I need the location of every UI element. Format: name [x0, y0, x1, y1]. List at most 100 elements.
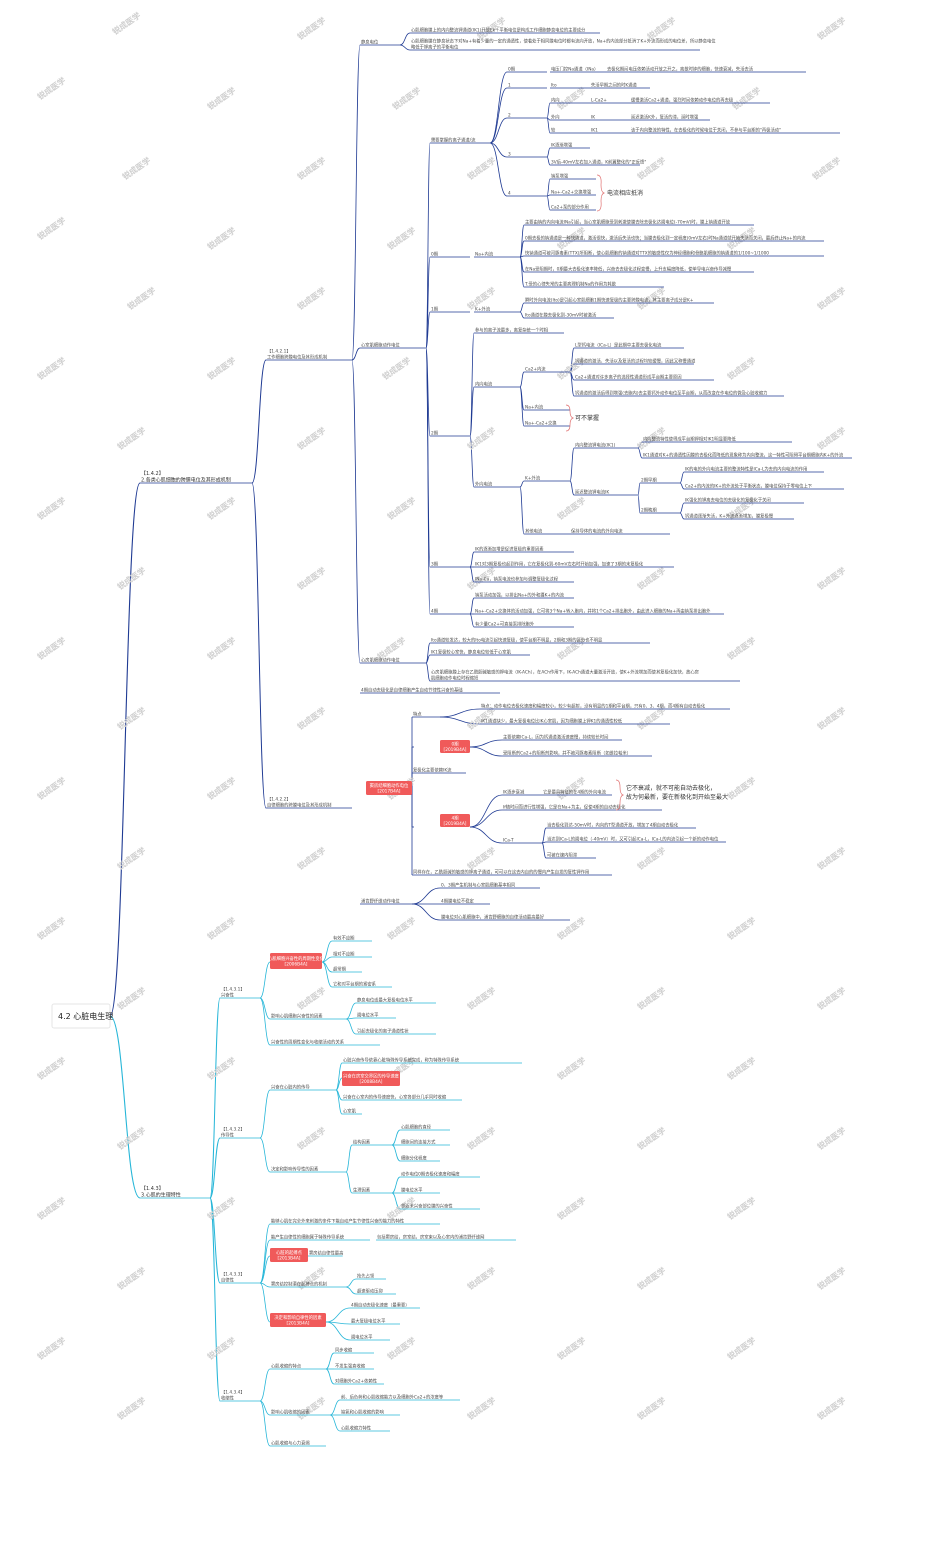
node-label: 3期: [431, 561, 438, 567]
node-label: K+外流: [475, 305, 491, 312]
node-label: IK逐渐增强: [551, 141, 573, 148]
watermark-text: 锐成医学: [205, 495, 237, 522]
highlight-tag-label: 4期: [451, 815, 458, 821]
connector-line: [351, 44, 361, 361]
connector-line: [469, 435, 475, 488]
node-label: 缺氧和心肌收缩的影响: [341, 1408, 385, 1415]
watermark-text: 锐成医学: [115, 845, 147, 872]
branch-title: 自律细胞的跨膜电位及其形成机制: [267, 801, 331, 808]
watermark-text: 锐成医学: [465, 425, 497, 452]
connector-line: [345, 1286, 357, 1295]
node-label: 最大复极电位水平: [351, 1317, 386, 1324]
node-label: 2期晚期: [641, 506, 657, 513]
section-title: 3.心肌的生理特性: [141, 1191, 181, 1198]
connector-line: [489, 117, 508, 144]
node-label: 静息电位或最大复极电位水平: [357, 996, 414, 1003]
watermark-text: 锐成医学: [555, 915, 587, 942]
watermark-text: 锐成医学: [380, 355, 412, 382]
highlight-tag-label: [2019B4A]: [444, 747, 467, 753]
watermark-text: 锐成医学: [810, 155, 842, 182]
watermark-text: 锐成医学: [115, 1265, 147, 1292]
connector-line: [251, 482, 267, 809]
node-label: 邻近未兴奋部位膜的兴奋性: [401, 1202, 453, 1209]
node-label: ICa-T: [503, 837, 514, 843]
node-label: IK1: [591, 127, 598, 133]
node-label: 引起去极化的离子通道性状: [357, 1027, 409, 1034]
watermark-text: 锐成医学: [555, 85, 587, 112]
node-label: 1期: [431, 306, 438, 312]
node-label: 兴奋性的周期性变化与收缩活动的关系: [271, 1038, 345, 1045]
node-label: 钙通道逐渐失活，K+外流逐渐增加，膜复极慢: [685, 512, 774, 519]
node-label: 包括窦房结，房室结，房室束以及心室内的浦肯野纤维网: [377, 1233, 484, 1240]
watermark-text: 锐成医学: [815, 1395, 847, 1422]
watermark-text: 锐成医学: [635, 1265, 667, 1292]
watermark-text: 锐成医学: [465, 1265, 497, 1292]
watermark-text: 锐成医学: [815, 705, 847, 732]
node-label: 当达到ICa-L的阈电位（-40mV）时，又可引起ICa-L，ICa-L的内流引…: [547, 835, 719, 842]
connector-line: [411, 887, 441, 905]
node-label: 能够心肌在完全外来刺激的条件下能自动产生节律性兴奋的能力的特性: [271, 1217, 405, 1224]
node-label: 内向整流钾电流(IK1): [575, 441, 616, 448]
node-label: 窦房结控制潜在起搏点的机制: [271, 1280, 327, 1287]
watermark-text: 锐成医学: [725, 635, 757, 662]
watermark-text: 锐成医学: [205, 1335, 237, 1362]
connector-line: [335, 1062, 343, 1091]
connector-line: [209, 1197, 221, 1284]
connector-line: [569, 480, 575, 496]
connector-line: [345, 1171, 353, 1194]
connector-line: [259, 1089, 271, 1139]
watermark-text: 锐成医学: [555, 1195, 587, 1222]
connector-line: [329, 1414, 341, 1432]
node-label: INa-Ca，钠泵电流也参加与调整复极化过程: [475, 575, 559, 582]
connector-line: [399, 32, 411, 46]
watermark-text: 锐成医学: [465, 985, 497, 1012]
connector-line: [352, 808, 360, 904]
node-label: L型钙电流（ICa-L）是此期中主要去极化电流: [575, 341, 662, 348]
watermark-text: 锐成医学: [35, 215, 67, 242]
node-label: 细胞间的连接方式: [401, 1138, 436, 1145]
connector-line: [321, 940, 333, 963]
connector-line: [321, 961, 333, 988]
node-label: 主要由钠的内向电流INa引起，当心室肌细胞受到刺激使膜去除去极化达阈电位(-70…: [525, 218, 731, 225]
node-label: 有效不应期: [333, 934, 354, 941]
watermark-text: 锐成医学: [465, 1395, 497, 1422]
watermark-text: 锐成医学: [555, 495, 587, 522]
branch-title: 传导性: [221, 1131, 235, 1138]
node-label: 2期早期: [641, 477, 657, 483]
connector-line: [637, 494, 641, 514]
connector-line: [259, 1137, 271, 1173]
brace-note: 它不衰减，就不可能自动去极化，: [626, 784, 716, 792]
watermark-text: 锐成医学: [635, 985, 667, 1012]
connector-line: [519, 224, 525, 258]
connector-line: [399, 44, 411, 51]
node-label: IK的逐渐加增是促进复极的重要因素: [475, 545, 544, 552]
node-label: 静息电位: [361, 38, 379, 45]
mindmap-edges: [109, 32, 685, 1447]
node-label: 4: [508, 190, 511, 196]
node-label: 复极化主要依赖IK流: [413, 766, 452, 773]
node-label: 心室肌: [343, 1107, 357, 1114]
node-label: 决定和影响传导性的因素: [271, 1165, 319, 1172]
node-label: Na+-Ca2+交换增强: [551, 188, 592, 195]
branch-title: 工作细胞跨膜电位及其形成机制: [267, 353, 327, 360]
connector-line: [469, 809, 503, 828]
node-label: 1: [508, 82, 511, 88]
connector-line: [209, 1197, 221, 1402]
watermark-text: 锐成医学: [465, 845, 497, 872]
section-title: 【1.4.3】: [141, 1186, 164, 1192]
connector-line: [541, 827, 547, 844]
connector-line: [425, 654, 431, 664]
highlight-tag: [342, 1071, 400, 1086]
connector-line: [469, 746, 503, 757]
connector-line: [259, 1255, 271, 1284]
connector-line: [541, 842, 547, 859]
connector-line: [259, 961, 271, 999]
brace-mark: [615, 779, 625, 811]
watermark-text: 锐成医学: [815, 285, 847, 312]
node-label: IK1对3期复极也起到作用，它在复极化到-60mV左右时开始加强，加速了3期的末…: [475, 560, 644, 567]
highlight-tag-label: 决定和影响自律性的因素: [274, 1314, 322, 1321]
watermark-text: 锐成医学: [555, 1055, 587, 1082]
connector-line: [489, 71, 508, 144]
connector-line: [519, 240, 525, 258]
node-label: 窦房结自律性最高: [309, 1249, 344, 1256]
